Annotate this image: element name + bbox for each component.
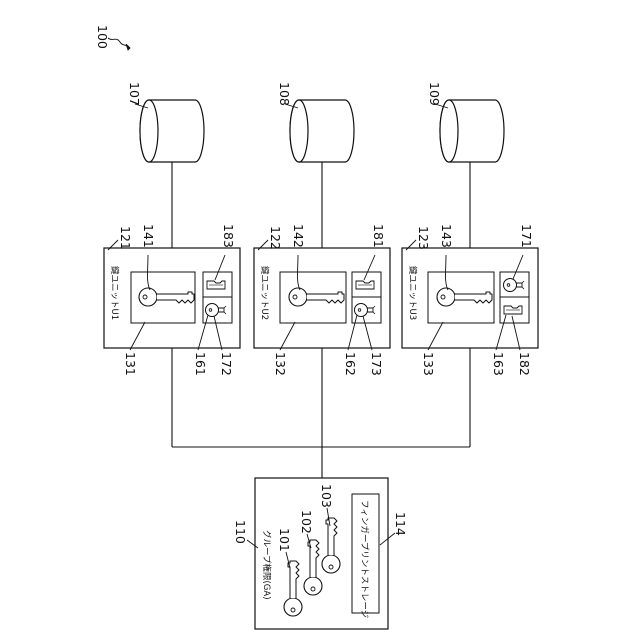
key-unit-1-label: 鍵ユニットU1 xyxy=(109,266,120,320)
storage-3: 109 xyxy=(427,82,504,162)
key-unit-1-fp-ref: 161 xyxy=(193,352,208,376)
key-unit-2-key-ref: 142 xyxy=(291,224,306,248)
storage-1-ref: 107 xyxy=(127,82,142,106)
group-authority-title: グループ権限(GA) xyxy=(261,530,272,600)
key-unit-2-inner-ref: 132 xyxy=(273,352,288,376)
storage-2: 108 xyxy=(277,82,354,162)
key-unit-3-slot-bottom-ref: 182 xyxy=(517,352,532,376)
fingerprint-storage-label: フィンガープリントストレージ xyxy=(359,500,370,618)
key-unit-3-fp-ref: 163 xyxy=(491,352,506,376)
key-unit-2-slot-bottom-ref: 173 xyxy=(369,352,384,376)
key-unit-1-slot-top-ref: 183 xyxy=(221,224,236,248)
key-unit-1-inner-ref: 131 xyxy=(123,352,138,376)
group-authority: グループ権限(GA) フィンガープリントストレージ 110 101 102 10… xyxy=(233,478,408,629)
key-unit-3-label: 鍵ユニットU3 xyxy=(407,266,418,320)
key-unit-2-fingerprint-panel xyxy=(352,272,381,323)
key-102-ref: 102 xyxy=(299,510,314,534)
key-101-ref: 101 xyxy=(277,528,292,552)
key-unit-2-label: 鍵ユニットU2 xyxy=(259,266,270,320)
key-unit-3-ref: 123 xyxy=(416,226,431,250)
key-unit-3-inner-ref: 133 xyxy=(421,352,436,376)
key-unit-2-slot-top-ref: 181 xyxy=(371,224,386,248)
storage-1-end xyxy=(140,100,158,162)
storage-2-ref: 108 xyxy=(277,82,292,106)
key-unit-3-slot-top-ref: 171 xyxy=(519,224,534,248)
fingerprint-storage-ref: 114 xyxy=(393,512,408,536)
key-unit-1-key-ref: 141 xyxy=(141,224,156,248)
storage-1: 107 xyxy=(127,82,204,162)
storage-2-end xyxy=(290,100,308,162)
storage-3-ref: 109 xyxy=(427,82,442,106)
storage-3-end xyxy=(440,100,458,162)
group-authority-ref: 110 xyxy=(233,520,248,544)
figure-ref-arrowhead xyxy=(126,44,130,50)
figure-ref: 100 xyxy=(95,25,110,49)
key-unit-1-ref: 121 xyxy=(118,226,133,250)
key-103-ref: 103 xyxy=(319,484,334,508)
key-unit-1-fingerprint-panel xyxy=(203,272,232,323)
key-unit-2-ref: 122 xyxy=(268,226,283,250)
key-unit-3-key-ref: 143 xyxy=(439,224,454,248)
key-unit-1-slot-bottom-ref: 172 xyxy=(219,352,234,376)
key-unit-2-fp-ref: 162 xyxy=(343,352,358,376)
